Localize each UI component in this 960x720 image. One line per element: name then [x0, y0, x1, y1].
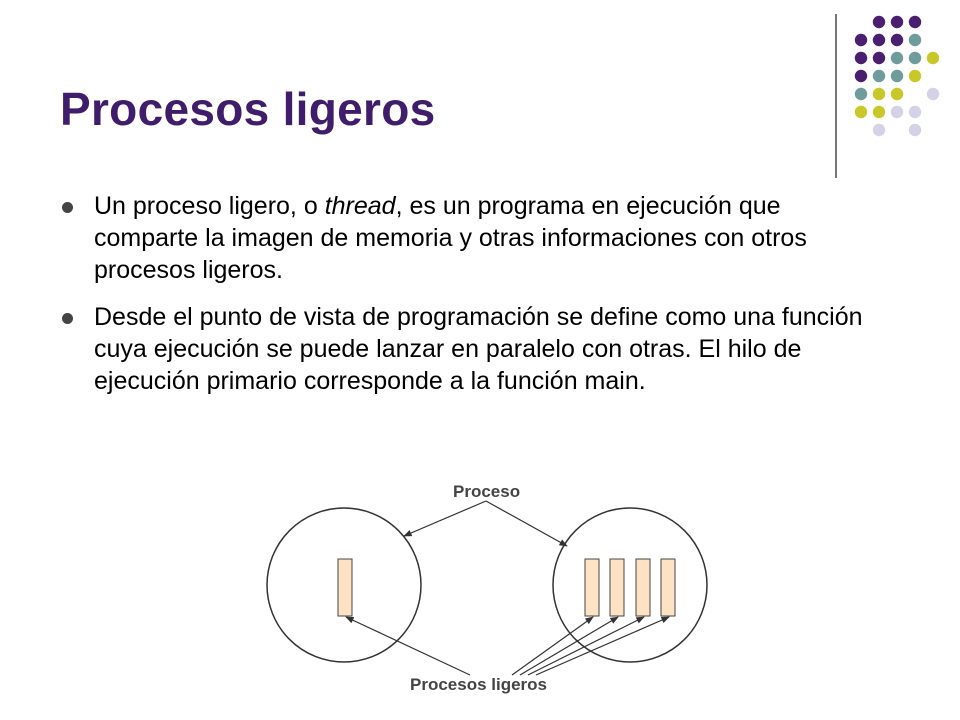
arrow-to-thread-2 [519, 616, 619, 676]
bullet-text-emphasis: thread [324, 192, 396, 220]
decorative-dot [908, 33, 922, 47]
process-circle-right [552, 507, 708, 663]
thread-rect [584, 558, 600, 617]
bullet-list: Un proceso ligero, o thread, es un progr… [60, 190, 880, 412]
decorative-dot [908, 105, 922, 119]
bullet-text: Desde el punto de vista de programación … [94, 303, 863, 395]
decorative-dot [908, 69, 922, 83]
decorative-dot [926, 87, 940, 101]
decorative-dot [872, 69, 886, 83]
thread-rect [609, 558, 625, 617]
decorative-dot [872, 105, 886, 119]
decorative-dot [872, 15, 886, 29]
decorative-dot [854, 87, 868, 101]
arrow-to-left-process [403, 500, 487, 537]
bullet-text-before: Un proceso ligero, o [94, 192, 325, 220]
label-proceso: Proceso [453, 482, 520, 501]
decorative-dot [854, 105, 868, 119]
decorative-dot [890, 87, 904, 101]
decorative-dot [872, 87, 886, 101]
bullet-text-after: , es un programa en ejecución que compar… [94, 192, 807, 284]
bullet-icon [62, 313, 73, 324]
thread-rect [337, 558, 353, 617]
vertical-divider [835, 14, 837, 178]
decorative-dot [908, 51, 922, 65]
label-procesos-ligeros: Procesos ligeros [410, 675, 547, 694]
decorative-dot [890, 33, 904, 47]
decorative-dot [908, 123, 922, 137]
arrow-to-left-thread [345, 616, 471, 676]
bullet-icon [62, 202, 73, 213]
bullet-item: Desde el punto de vista de programación … [60, 301, 880, 397]
arrow-to-right-process [485, 500, 568, 547]
decorative-dot [926, 51, 940, 65]
arrow-to-thread-3 [527, 616, 645, 676]
thread-rect [635, 558, 651, 617]
decorative-dot [854, 69, 868, 83]
decorative-dot [854, 51, 868, 65]
arrow-to-thread-4 [535, 616, 670, 676]
decorative-dot [890, 69, 904, 83]
decorative-dot [872, 123, 886, 137]
arrow-to-thread-1 [511, 616, 594, 676]
decorative-dot [872, 51, 886, 65]
slide-title: Procesos ligeros [60, 83, 436, 135]
decorative-dot [890, 51, 904, 65]
decorative-dot [908, 15, 922, 29]
decorative-dot [890, 15, 904, 29]
decorative-dot [890, 105, 904, 119]
process-circle-left [266, 507, 422, 663]
decorative-dot [872, 33, 886, 47]
bullet-item: Un proceso ligero, o thread, es un progr… [60, 190, 880, 286]
decorative-dot [854, 33, 868, 47]
thread-rect [660, 558, 676, 617]
